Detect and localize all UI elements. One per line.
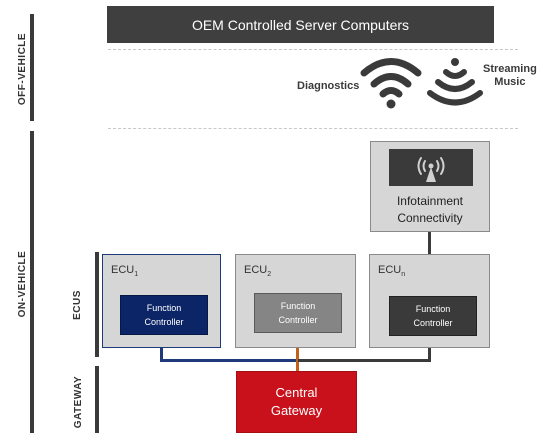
streaming-label-line2: Music: [494, 76, 526, 88]
ecu-label-1: ECU1: [111, 264, 139, 279]
antenna-icon-tile: [389, 149, 473, 186]
gateway-rail: [95, 366, 99, 433]
broadcast-icon: [427, 58, 483, 106]
ecu-label-2: ECU2: [244, 264, 272, 279]
streaming-label: Streaming Music: [483, 63, 537, 89]
infotainment-title-line2: Connectivity: [397, 211, 463, 225]
ecu-label-n: ECUn: [378, 264, 406, 279]
bus-blue-horizontal: [160, 359, 298, 362]
fc-1-line2: Controller: [144, 317, 184, 327]
server-bar: OEM Controlled Server Computers: [107, 6, 494, 43]
function-controller-1[interactable]: Function Controller: [120, 295, 208, 335]
on-vehicle-label: ON-VEHICLE: [17, 250, 28, 318]
antenna-icon: [417, 156, 445, 182]
function-controller-n[interactable]: Function Controller: [389, 296, 477, 336]
off-vehicle-rail: [30, 14, 34, 121]
infotainment-title-line1: Infotainment: [396, 194, 464, 208]
central-gateway[interactable]: Central Gateway: [236, 371, 357, 433]
ecus-rail: [95, 252, 99, 357]
ecus-label: ECUS: [72, 290, 83, 320]
bus-blue-drop: [160, 348, 163, 362]
bus-orange-drop: [296, 348, 299, 372]
off-vehicle-label: OFF-VEHICLE: [17, 32, 28, 106]
server-bar-label: OEM Controlled Server Computers: [191, 16, 410, 33]
diagnostics-label: Diagnostics: [297, 80, 360, 92]
gateway-line2: Gateway: [270, 403, 323, 418]
fc-2-line2: Controller: [278, 315, 318, 325]
bus-dark-horizontal: [298, 359, 431, 362]
separator-middle: [108, 128, 518, 129]
infotainment-link: [428, 232, 431, 255]
on-vehicle-rail: [30, 131, 34, 433]
ecu-box-1[interactable]: ECU1 Function Controller: [102, 254, 221, 348]
ecu-box-n[interactable]: ECUn Function Controller: [369, 254, 490, 348]
fc-n-line2: Controller: [413, 318, 453, 328]
wifi-icon: [360, 58, 422, 109]
fc-n-line1: Function: [415, 304, 451, 314]
ecu-box-2[interactable]: ECU2 Function Controller: [235, 254, 356, 348]
gateway-label: GATEWAY: [73, 375, 84, 429]
streaming-label-line1: Streaming: [483, 63, 537, 75]
function-controller-2[interactable]: Function Controller: [254, 293, 342, 333]
bus-dark-drop: [428, 348, 431, 362]
fc-1-line1: Function: [146, 303, 182, 313]
separator-top: [108, 49, 518, 50]
gateway-line1: Central: [275, 385, 318, 400]
fc-2-line1: Function: [280, 301, 316, 311]
infotainment-box: Infotainment Connectivity: [370, 141, 490, 232]
